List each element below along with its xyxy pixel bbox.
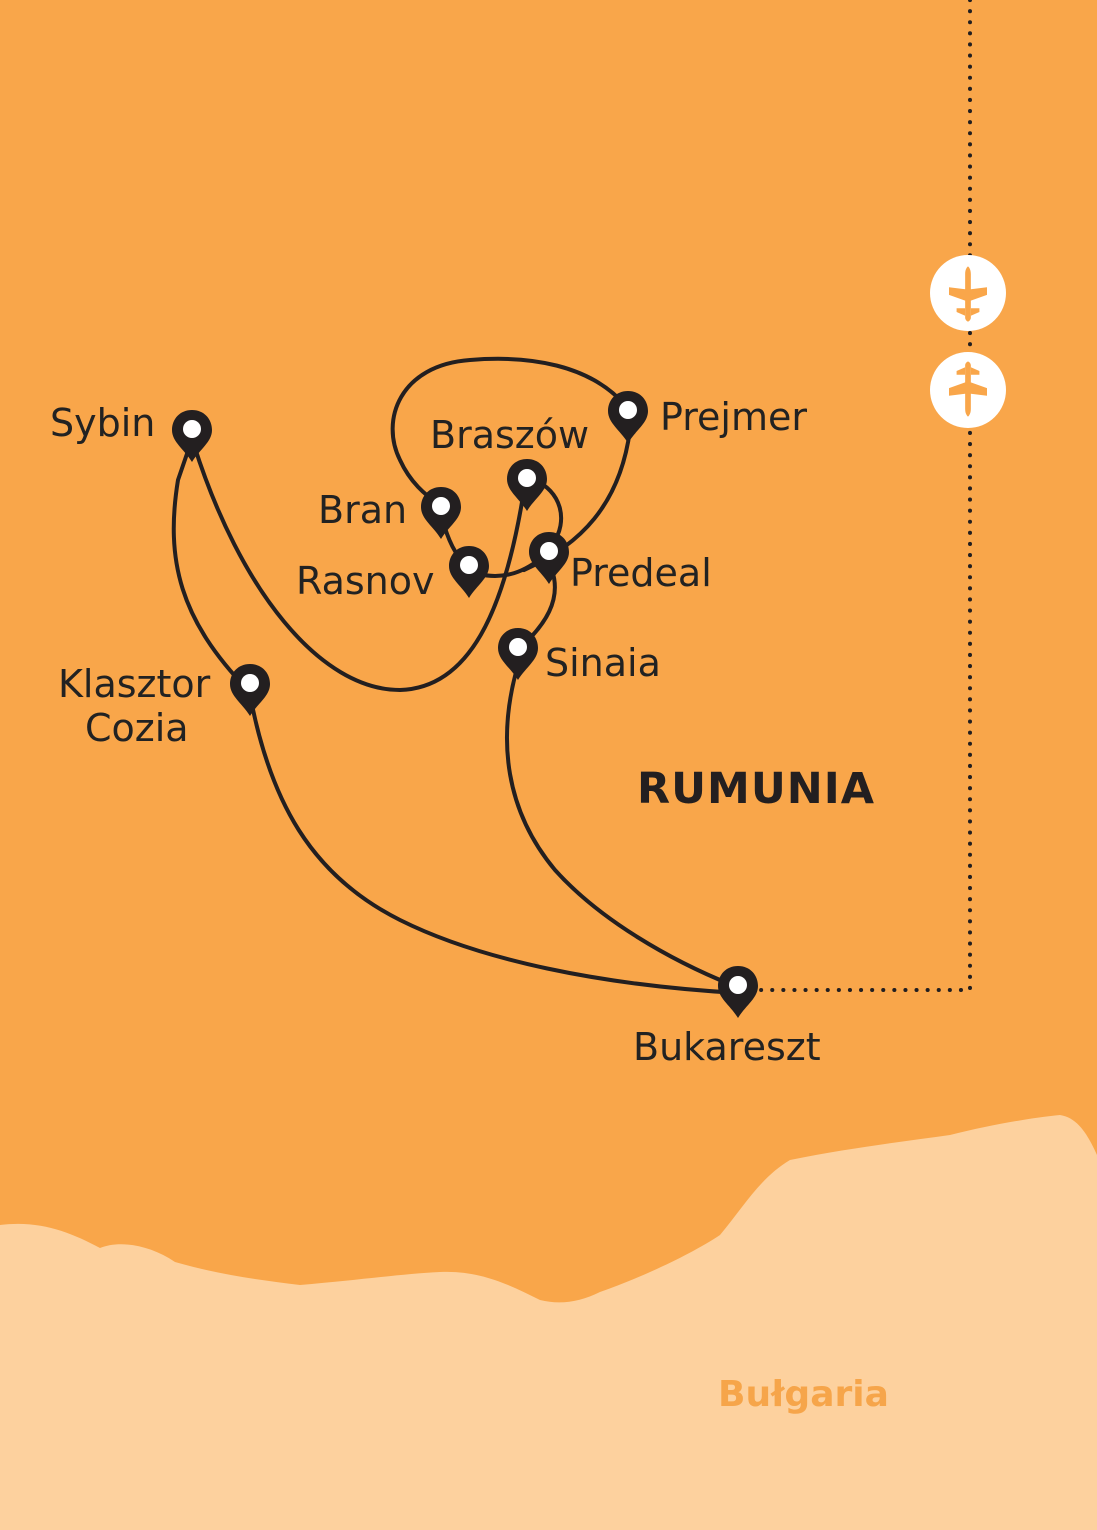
- label-braszow: Braszów: [430, 413, 589, 457]
- land-bulgaria: [0, 1115, 1097, 1530]
- label-klasztor-line1: Klasztor: [58, 662, 211, 706]
- route-klasztor-sybin: [171, 443, 250, 692]
- route-sybin-braszow: [192, 443, 526, 693]
- label-prejmer: Prejmer: [660, 395, 807, 439]
- airplane-departure-icon: [930, 255, 1006, 331]
- country-label: RUMUNIA: [637, 764, 875, 814]
- neighbor-country-label: Bułgaria: [718, 1374, 889, 1415]
- label-predeal: Predeal: [570, 551, 712, 595]
- route-bukareszt-klasztor: [248, 693, 740, 995]
- route-sinaia-bukareszt: [505, 670, 734, 987]
- label-bukareszt: Bukareszt: [633, 1025, 821, 1069]
- route-prejmer-bran: [390, 356, 627, 507]
- label-sybin: Sybin: [50, 401, 155, 445]
- label-sinaia: Sinaia: [545, 641, 661, 685]
- airplane-arrival-icon: [930, 352, 1006, 428]
- label-bran: Bran: [318, 488, 407, 532]
- label-klasztor-line2: Cozia: [85, 706, 189, 750]
- label-rasnov: Rasnov: [296, 559, 434, 603]
- flight-route: [756, 0, 972, 992]
